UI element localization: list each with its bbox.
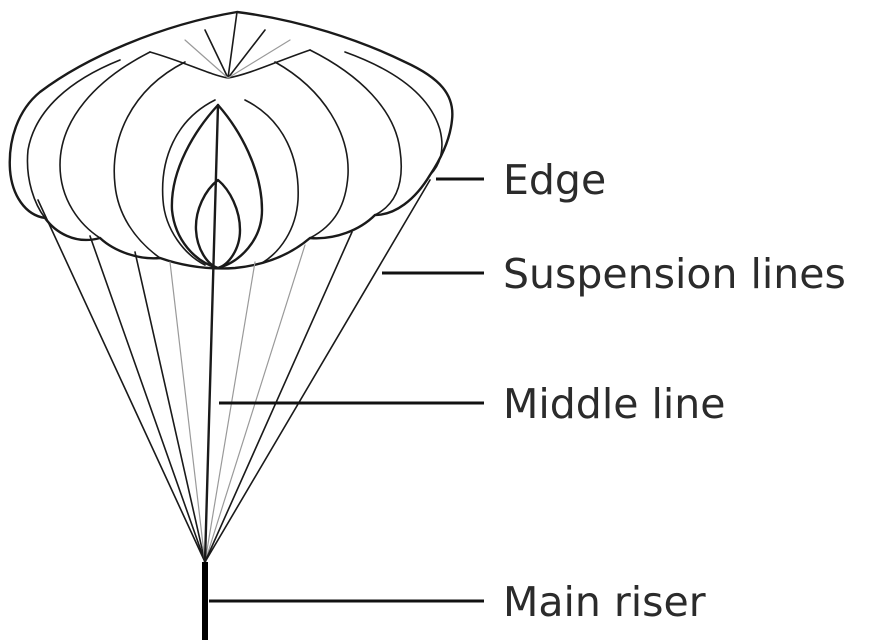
suspension-line	[170, 262, 205, 562]
gore-seam	[114, 62, 185, 258]
gore-seam	[275, 62, 348, 238]
middle-line-label: Middle line	[503, 380, 725, 428]
suspension-line	[205, 232, 352, 562]
gore-seam	[27, 60, 120, 218]
suspension-lines-label: Suspension lines	[503, 250, 846, 298]
suspension-line	[90, 236, 205, 562]
gore-seam	[345, 52, 442, 175]
inner-panel-center	[196, 180, 240, 268]
suspension-lines	[38, 180, 430, 562]
suspension-line	[135, 252, 205, 562]
suspension-line	[38, 200, 205, 562]
main-riser-label: Main riser	[503, 578, 706, 626]
gore-seam	[245, 100, 298, 263]
edge-label: Edge	[503, 156, 606, 204]
gore-seam	[310, 50, 401, 215]
gore-seam	[60, 52, 150, 238]
parachute-canopy	[10, 12, 453, 268]
gore-seam	[163, 100, 215, 265]
